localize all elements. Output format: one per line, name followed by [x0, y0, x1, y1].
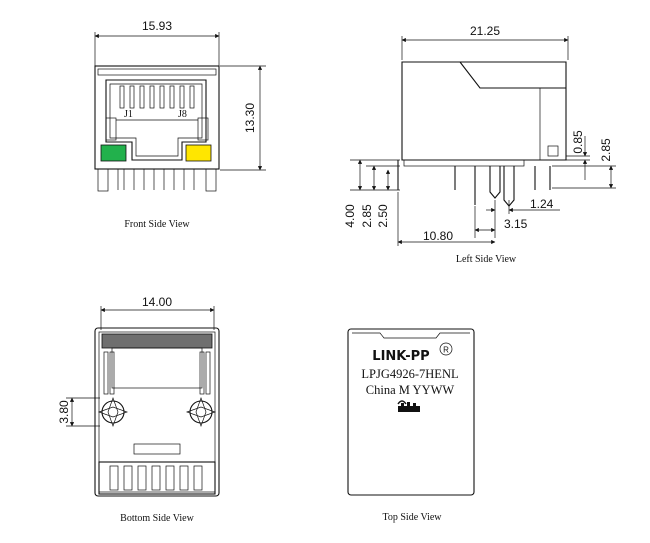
led-green: [100, 144, 127, 162]
dim-285-left: 2.85: [360, 204, 374, 228]
dim-250: 2.50: [376, 204, 390, 228]
left-side-view: 21.25 0.85 2.85 4.00 2.85: [343, 24, 616, 265]
origin-line: China M YYWW: [366, 383, 455, 397]
bottom-side-view: 14.00 3.80: [57, 295, 220, 524]
pin-label-j8: J8: [178, 109, 187, 120]
front-pins: [97, 168, 217, 192]
dim-085: 0.85: [571, 130, 585, 154]
dim-285-right: 2.85: [599, 138, 613, 162]
bottom-width-dim: 14.00: [142, 295, 172, 309]
dim-124: 1.24: [530, 197, 554, 211]
dim-1080: 10.80: [423, 229, 453, 243]
mounting-post-right: [185, 396, 217, 428]
front-view-caption: Front Side View: [124, 219, 190, 230]
registered-icon: [439, 342, 453, 356]
front-width-dim: 15.93: [142, 19, 172, 33]
contact-fingers: [119, 85, 195, 109]
bottom-view-caption: Bottom Side View: [120, 513, 194, 524]
bottom-380-dim: 3.80: [57, 400, 71, 424]
left-length-dim: 21.25: [470, 24, 500, 38]
dim-315: 3.15: [504, 217, 528, 231]
ul-logo-icon: [397, 400, 420, 412]
brand-label: LINK-PP: [372, 349, 429, 364]
top-view-caption: Top Side View: [382, 512, 442, 523]
bottom-led-leads: [103, 351, 211, 395]
part-number: LPJG4926-7HENL: [361, 367, 458, 381]
bottom-signal-pins: [109, 465, 203, 491]
left-view-caption: Left Side View: [456, 254, 517, 265]
registered-mark: R: [443, 346, 449, 355]
front-side-view: 15.93 13.30 J1 J8: [94, 19, 266, 230]
pin-label-j1: J1: [124, 109, 133, 120]
dim-400: 4.00: [343, 204, 357, 228]
led-yellow: [185, 144, 212, 162]
top-side-view: LINK-PP R LPJG4926-7HENL China M YYWW To…: [347, 328, 475, 523]
front-height-dim: 13.30: [243, 103, 257, 133]
shield-band: [101, 333, 213, 349]
mounting-post-left: [97, 396, 129, 428]
